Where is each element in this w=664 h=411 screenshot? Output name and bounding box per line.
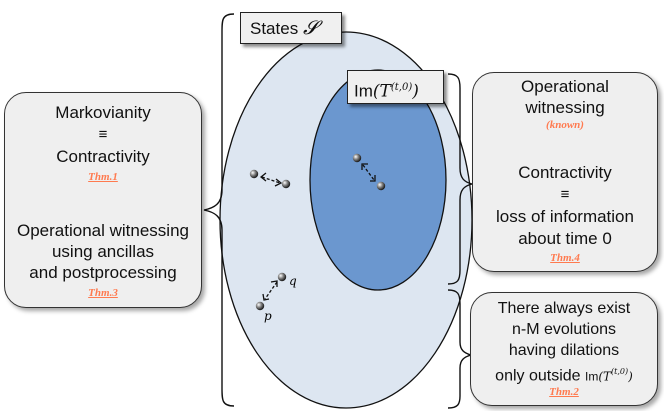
left-markovianity: Markovianity [55, 103, 151, 122]
state-point [352, 153, 362, 163]
rb-outside: only outside Im(T(t,0)) [471, 362, 657, 386]
rb-im: Im [585, 369, 599, 384]
rb-outside-text: only outside [495, 367, 581, 385]
image-label: Im(T(t,0)) [347, 70, 444, 104]
rt-loss: loss of information [496, 207, 634, 226]
rb-nm: n-M evolutions [511, 321, 617, 338]
state-point [376, 181, 386, 191]
rb-dilations: having dilations [508, 342, 620, 359]
right-top-info-box: Operational witnessing (known) Contracti… [472, 72, 658, 272]
arrow-inner-pair [361, 163, 376, 182]
rt-equiv: ≡ [560, 186, 570, 203]
state-point [281, 179, 291, 189]
left-postprocessing: and postprocessing [29, 263, 177, 282]
image-sup: (t,0) [390, 82, 413, 93]
label-p: p [264, 309, 272, 323]
image-math: (T [372, 81, 391, 102]
rb-im-sup: (t,0) [611, 367, 629, 376]
rb-exist: There always exist [497, 300, 631, 317]
rb-im-close: ) [628, 369, 633, 384]
left-ref-thm3: Thm.3 [88, 287, 118, 299]
image-text: Im [354, 81, 373, 101]
state-point [249, 169, 259, 179]
rt-ref-thm4: Thm.4 [550, 252, 580, 264]
image-close: ) [412, 81, 419, 102]
left-ref-thm1: Thm.1 [88, 171, 118, 183]
rt-witnessing: witnessing [525, 98, 605, 117]
arrow-pq [262, 280, 278, 301]
states-label: States 𝓢 [240, 12, 342, 44]
state-point-p [255, 301, 265, 311]
label-q: q [289, 274, 297, 288]
left-brace [203, 13, 235, 407]
left-info-box: Markovianity ≡ Contractivity Thm.1 Opera… [4, 92, 202, 308]
left-witnessing: Operational witnessing [17, 221, 189, 240]
rt-known: (known) [546, 119, 584, 131]
rt-contractivity: Contractivity [518, 163, 612, 182]
left-ancillas: using ancillas [51, 242, 155, 261]
left-equiv: ≡ [98, 126, 108, 143]
rb-im-math: (T [598, 369, 612, 384]
arrow-outer-pair [259, 172, 283, 187]
state-point-q [277, 272, 287, 282]
rt-operational: Operational [521, 77, 609, 96]
rb-ref-thm2: Thm.2 [549, 386, 579, 398]
left-contractivity: Contractivity [56, 147, 150, 166]
rt-time0: about time 0 [518, 229, 612, 248]
right-bottom-info-box: There always exist n-M evolutions having… [470, 292, 658, 406]
states-text: States [250, 19, 299, 38]
states-symbol: 𝓢 [302, 17, 318, 39]
